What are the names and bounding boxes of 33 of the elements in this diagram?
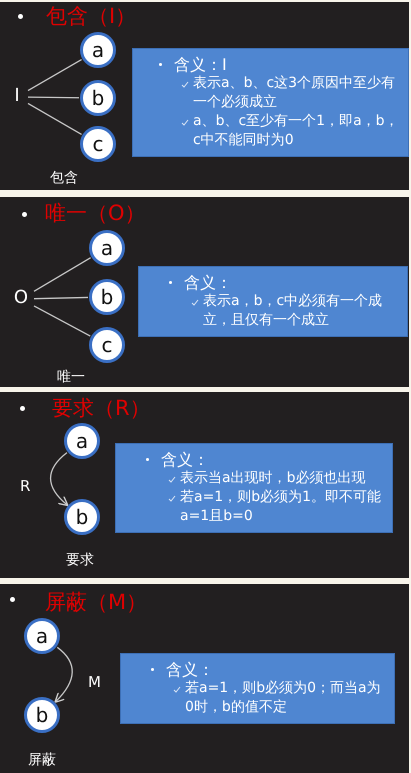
box-heading: 含义： <box>184 273 232 292</box>
node-label: O <box>10 289 32 309</box>
bullet-text: 若a=1，则b必须为1。即不可能a=1且b=0 <box>180 488 382 526</box>
box-heading: 含义： <box>161 450 209 469</box>
arrow <box>50 452 69 506</box>
section-heading: 屏蔽（M） <box>45 590 148 614</box>
edge-label: M <box>88 674 101 690</box>
info-box <box>138 266 408 337</box>
info-box <box>120 653 395 724</box>
caption-text: 屏蔽 <box>28 752 56 768</box>
connector-line <box>28 102 82 136</box>
connector-line <box>34 296 88 300</box>
bullet-text: a、b、c至少有一个1，即a，b，c中不能同时为0 <box>193 112 400 150</box>
connector-line <box>28 58 82 92</box>
caption-text: 唯一 <box>57 369 85 385</box>
box-heading: 含义： <box>166 660 214 679</box>
edge-label: R <box>20 478 30 494</box>
connector-line <box>34 257 91 292</box>
info-box <box>132 48 409 157</box>
section-heading: 要求（R） <box>52 396 151 420</box>
connector-line <box>34 305 91 337</box>
section-heading: 包含（I） <box>46 4 136 28</box>
box-heading: 含义：I <box>174 55 227 74</box>
bullet-text: 若a=1，则b必须为0；而当a为0时，b的值不定 <box>185 679 382 717</box>
arrow <box>54 646 73 704</box>
bullet-text: 表示当a出现时，b必须也出现 <box>180 469 366 488</box>
caption-text: 要求 <box>66 552 94 568</box>
info-box <box>115 443 393 533</box>
node-label: I <box>8 87 26 107</box>
connector-line <box>28 96 79 98</box>
bullet-text: 表示a，b，c中必须有一个成立，且仅有一个成立 <box>203 292 384 330</box>
section-heading: 唯一（O） <box>45 201 146 225</box>
caption-text: 包含 <box>50 170 78 186</box>
